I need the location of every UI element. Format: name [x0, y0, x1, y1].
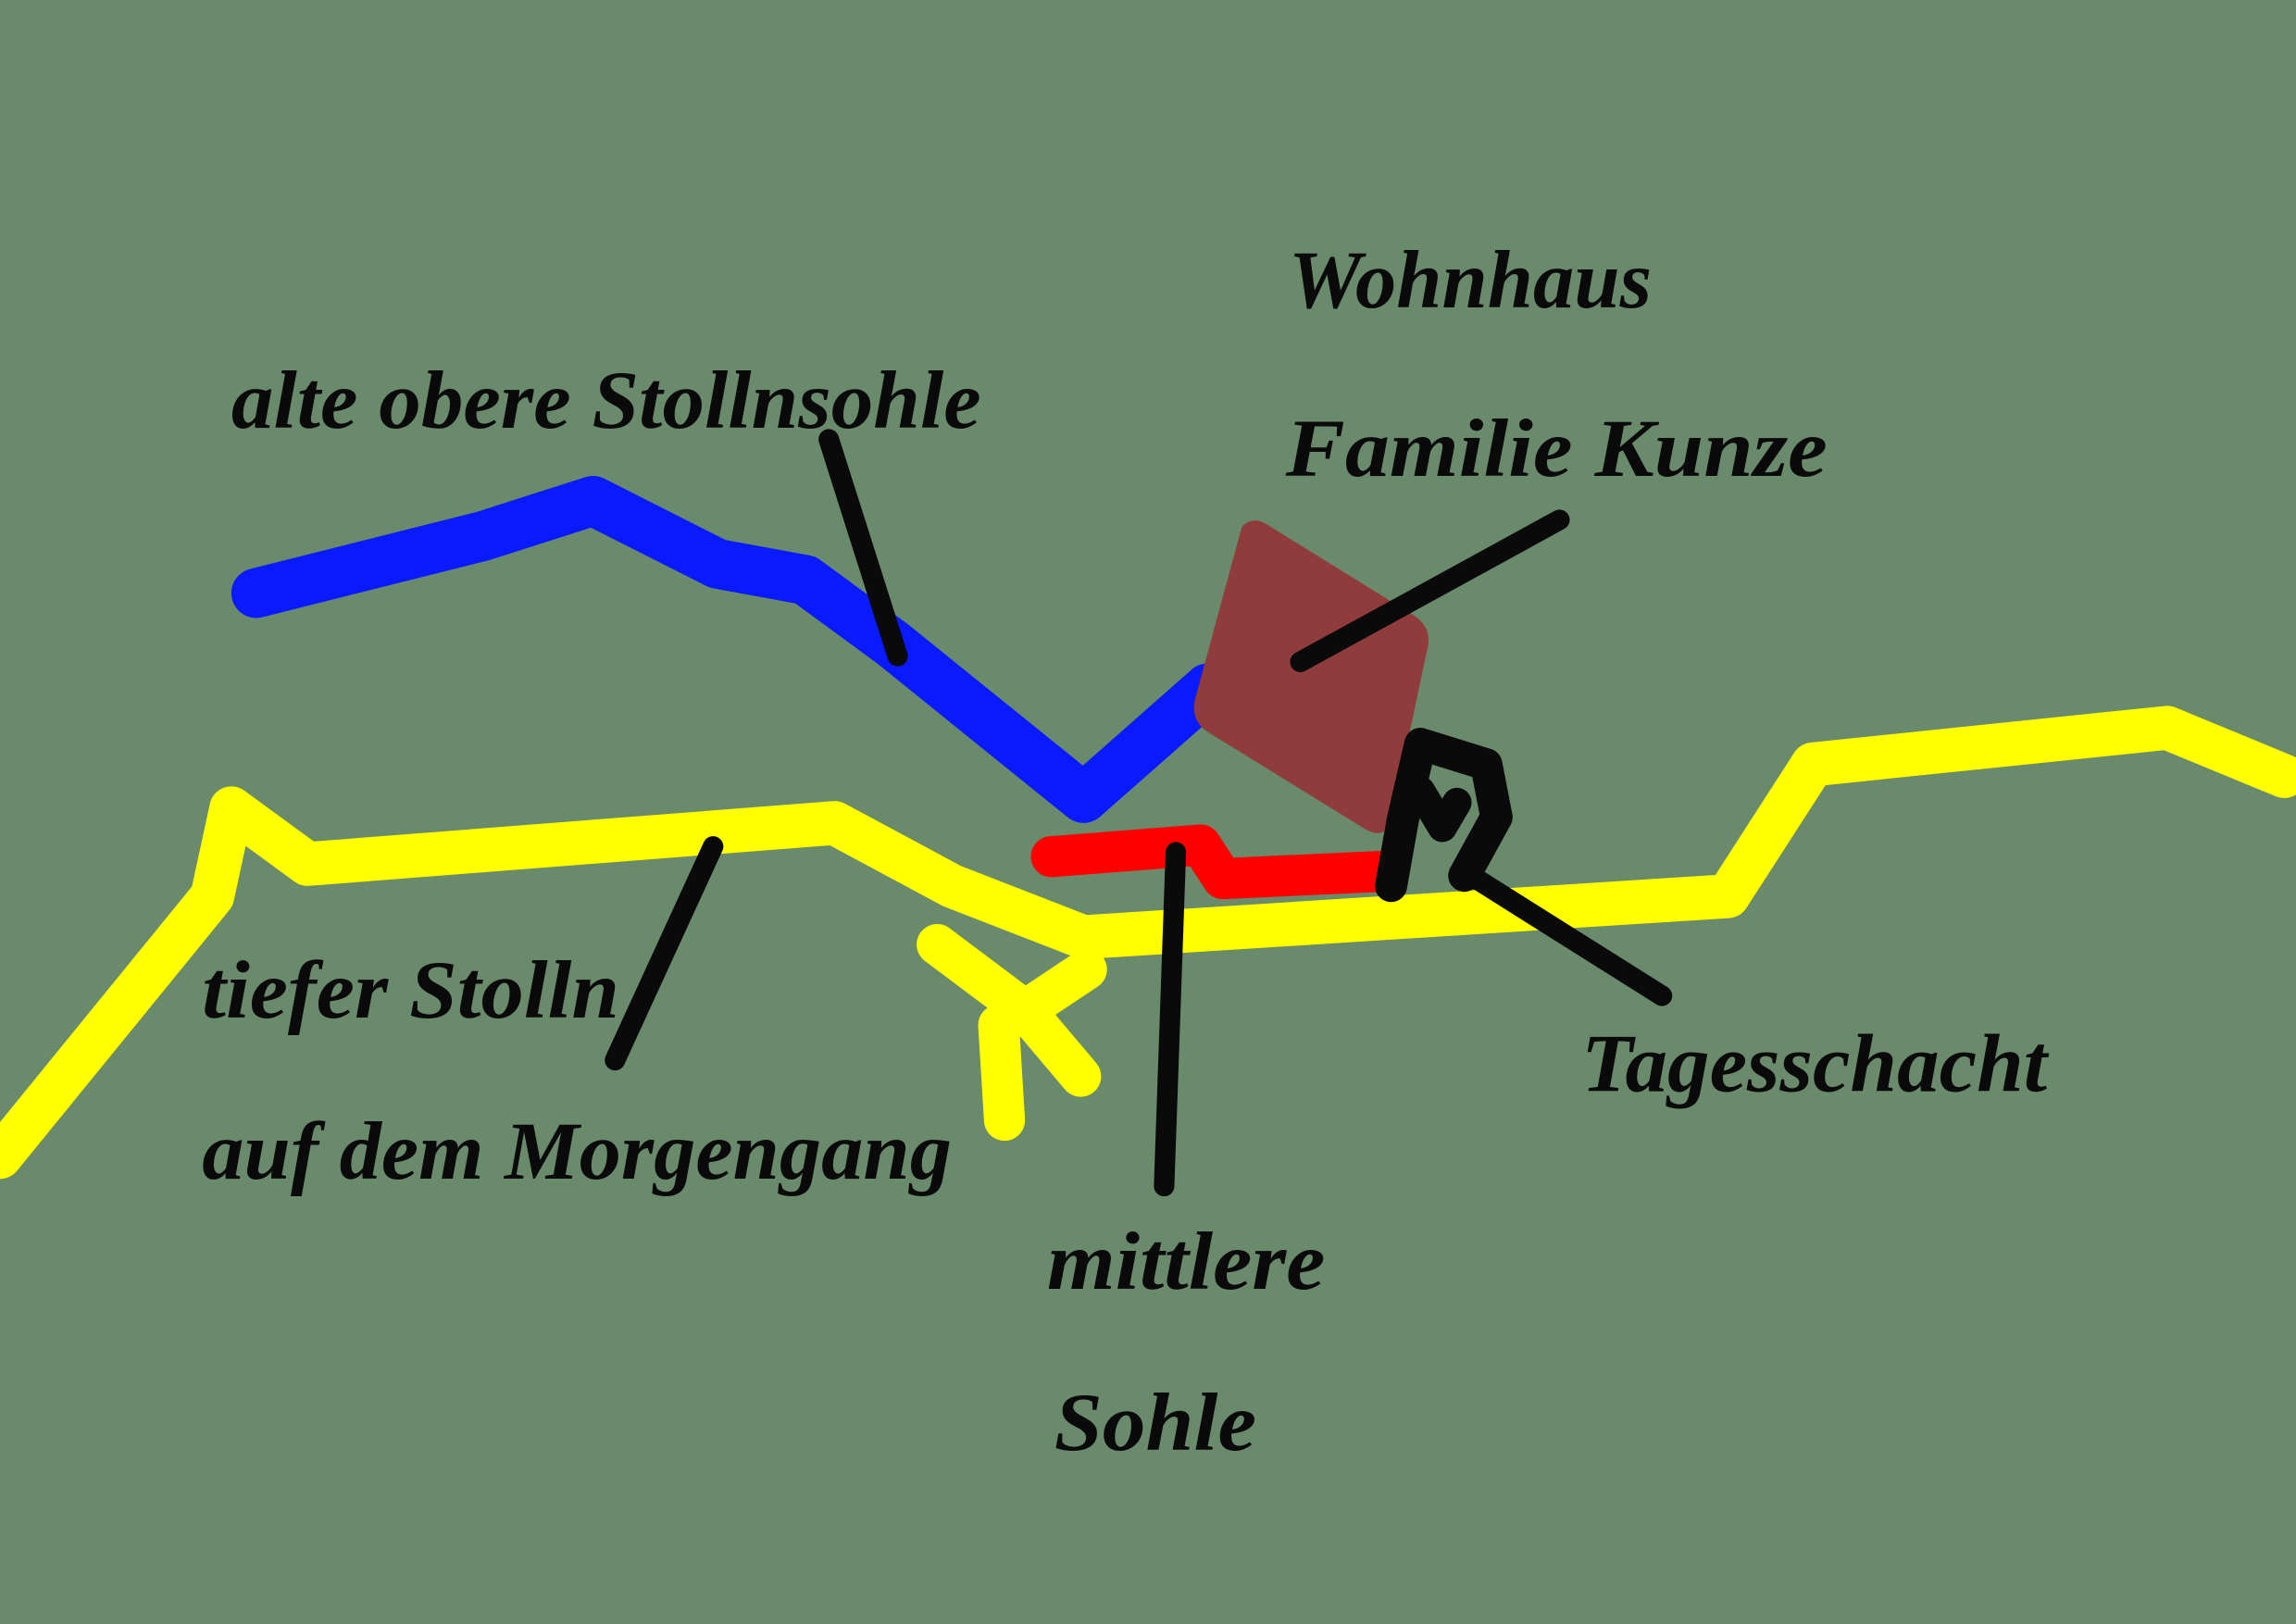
label-upper-level: alte obere Stollnsohle	[231, 356, 981, 446]
shaft-symbol-inner	[1405, 776, 1472, 843]
leader-shaft	[1454, 860, 1673, 1006]
upper-level-blue-line	[231, 476, 1233, 823]
deep-adit-branch-2	[978, 1004, 1026, 1142]
label-deep-adit-line1: tiefer Stolln	[202, 945, 619, 1036]
house-shape	[1193, 520, 1429, 833]
middle-level-red-line	[1030, 824, 1404, 900]
label-shaft: Tagesschacht	[1581, 1018, 2049, 1109]
label-middle-line1: mittlere	[1047, 1217, 1326, 1307]
leader-upper-level	[818, 429, 908, 667]
deep-adit-yellow-line	[0, 706, 2296, 1180]
leader-deep-adit	[605, 836, 724, 1071]
deep-adit-branch-3	[1004, 948, 1107, 1031]
label-deep-adit-line2: auf dem Morgengang	[202, 1106, 952, 1197]
leader-middle-level	[1154, 842, 1187, 1197]
label-house-line2: Familie Kunze	[1285, 404, 1828, 494]
shaft-symbol	[1375, 728, 1513, 903]
label-house-line1: Wohnhaus	[1289, 235, 1652, 326]
leader-house	[1290, 509, 1570, 672]
label-middle-line2: Sohle	[1054, 1378, 1256, 1468]
